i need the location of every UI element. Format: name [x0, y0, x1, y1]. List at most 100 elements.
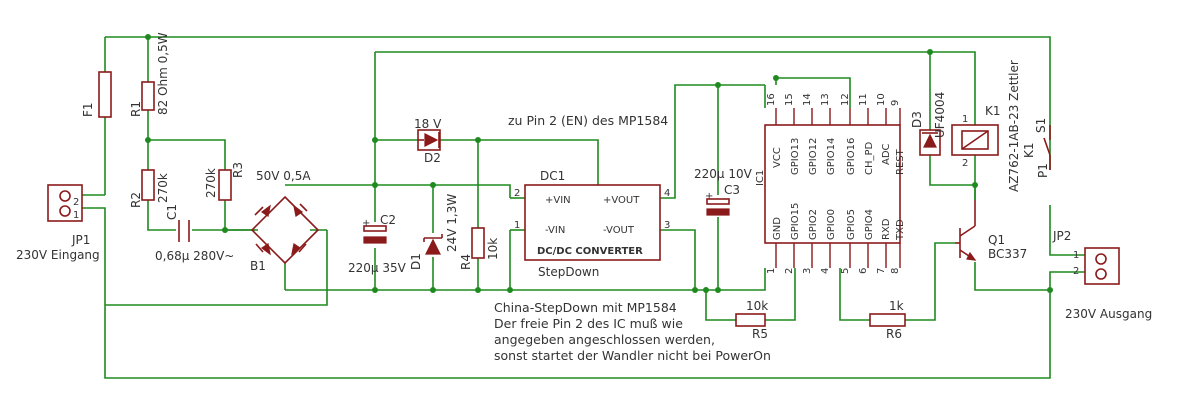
note-line2: Der freie Pin 2 des IC muß wie: [494, 316, 683, 331]
ic-label-gpio14: GPIO14: [826, 138, 837, 175]
r1-label: R1: [129, 101, 143, 117]
note-line4: sonst startet der Wandler nicht bei Powe…: [494, 348, 771, 363]
esp8266-module: 16 15 14 13 12 11 10 9 VCC GPIO13 GPIO12…: [764, 93, 906, 274]
jp1-desc: 230V Eingang: [16, 248, 100, 262]
r5-label: R5: [752, 327, 768, 341]
s1-label: S1: [1034, 118, 1048, 133]
c1-value: 0,68µ 280V~: [155, 249, 234, 263]
ic-label-gpio4: GPIO4: [864, 209, 875, 240]
d2-label: D2: [424, 151, 441, 165]
relay-coil-k1: 1 2: [951, 114, 999, 169]
dcdc-pin4: 4: [664, 188, 670, 199]
dcdc-label: DC/DC CONVERTER: [537, 246, 643, 257]
ic-label-rxd: RXD: [881, 218, 892, 240]
d2-value: 18 V: [414, 117, 442, 131]
jp2-label: JP2: [1052, 229, 1071, 243]
k1-contact-label: K1: [1022, 142, 1036, 158]
ic-pin7: 7: [876, 268, 887, 274]
note-line1: China-StepDown mit MP1584: [494, 300, 677, 315]
ic-pin8: 8: [890, 268, 901, 274]
c3-label: C3: [724, 183, 740, 197]
ic-label-rest: REST: [895, 148, 906, 175]
resistor-r4: [471, 227, 485, 259]
resistor-r5: [735, 313, 766, 327]
r3-label: R3: [231, 162, 245, 178]
ic-pin2: 2: [784, 268, 795, 274]
dcdc-pin3: 3: [664, 220, 670, 231]
ic-label-vcc: VCC: [772, 147, 783, 168]
dcdc-vout-minus: -VOUT: [603, 225, 635, 236]
resistor-r1: [141, 81, 155, 111]
ic-pin11: 11: [858, 93, 869, 106]
r1-value: 82 Ohm 0,5W: [156, 32, 170, 115]
svg-text:+: +: [705, 191, 713, 202]
resistor-r2: [141, 169, 155, 201]
ic-label-gpio2: GPIO2: [808, 209, 819, 240]
jp1-pin1: 1: [73, 210, 79, 221]
r6-label: R6: [886, 327, 902, 341]
dc1-name: StepDown: [538, 265, 599, 279]
f1-label: F1: [81, 102, 95, 117]
ic-pin10: 10: [876, 93, 887, 106]
c2-label: C2: [380, 213, 396, 227]
jp2-desc: 230V Ausgang: [1065, 307, 1152, 321]
r4-value: 10k: [486, 238, 500, 260]
ic-pin14: 14: [802, 93, 813, 106]
ic-pin9: 9: [890, 100, 901, 106]
ic-pin13: 13: [820, 93, 831, 106]
c3-value: 220µ 10V: [694, 167, 753, 181]
q1-label: Q1: [988, 233, 1005, 247]
ic-pin6: 6: [858, 268, 869, 274]
resistor-r6: [869, 313, 906, 327]
capacitor-c3: +: [705, 191, 730, 216]
dcdc-vin-minus: -VIN: [545, 225, 565, 236]
fuse-f1: [98, 71, 112, 118]
ic-label-gnd: GND: [772, 217, 783, 240]
note-en-pin: zu Pin 2 (EN) des MP1584: [508, 113, 668, 128]
r2-label: R2: [129, 192, 143, 208]
d3-label: D3: [910, 111, 924, 128]
r5-value: 10k: [746, 299, 768, 313]
svg-text:+: +: [362, 218, 370, 229]
junctions: [145, 34, 1053, 293]
r4-label: R4: [459, 254, 473, 270]
capacitor-c1: [178, 220, 190, 242]
k1-label: K1: [985, 104, 1001, 118]
ic-label-gpio12: GPIO12: [808, 138, 819, 175]
diode-d3: [919, 129, 941, 156]
d3-value: UF4004: [933, 92, 947, 138]
ic-label-gpio0: GPIO0: [826, 209, 837, 240]
ic-pin1: 1: [766, 268, 777, 274]
d1-value: 24V 1,3W: [445, 194, 459, 252]
jp1-pin2: 2: [73, 197, 79, 208]
dcdc-converter-dc1: +VIN +VOUT -VIN -VOUT DC/DC CONVERTER 2 …: [514, 184, 670, 261]
note-line3: angegeben angeschlossen werden,: [494, 332, 715, 347]
ic1-label: IC1: [755, 170, 766, 186]
c1-label: C1: [165, 204, 179, 220]
bridge-rectifier-b1: [250, 195, 320, 265]
ic-label-gpio16: GPIO16: [846, 138, 857, 175]
ic-pin12: 12: [840, 93, 851, 106]
ic-pin16: 16: [766, 93, 777, 106]
dcdc-vout-plus: +VOUT: [603, 195, 640, 206]
c2-value: 220µ 35V: [348, 261, 407, 275]
ic-pin4: 4: [820, 268, 831, 274]
resistor-r3: [218, 169, 232, 201]
jp1-connector: 2 1: [47, 184, 83, 222]
diode-d2: [417, 129, 441, 151]
jp2-connector: 1 2: [1073, 247, 1120, 285]
b1-value: 50V 0,5A: [256, 169, 311, 183]
q1-value: BC337: [988, 247, 1027, 261]
ic-pin15: 15: [784, 93, 795, 106]
r2-value: 270k: [156, 173, 170, 203]
k1-value: AZ762-1AB-23 Zettler: [1007, 60, 1021, 192]
ic-label-gpio5: GPIO5: [846, 209, 857, 240]
k1-pin1: 1: [962, 114, 968, 125]
jp2-pin2: 2: [1073, 266, 1079, 277]
ic-label-chpd: CH_PD: [864, 141, 875, 175]
r6-value: 1k: [889, 299, 904, 313]
transistor-q1: [955, 200, 977, 261]
r3-value: 270k: [204, 168, 218, 198]
ic-pin3: 3: [802, 268, 813, 274]
